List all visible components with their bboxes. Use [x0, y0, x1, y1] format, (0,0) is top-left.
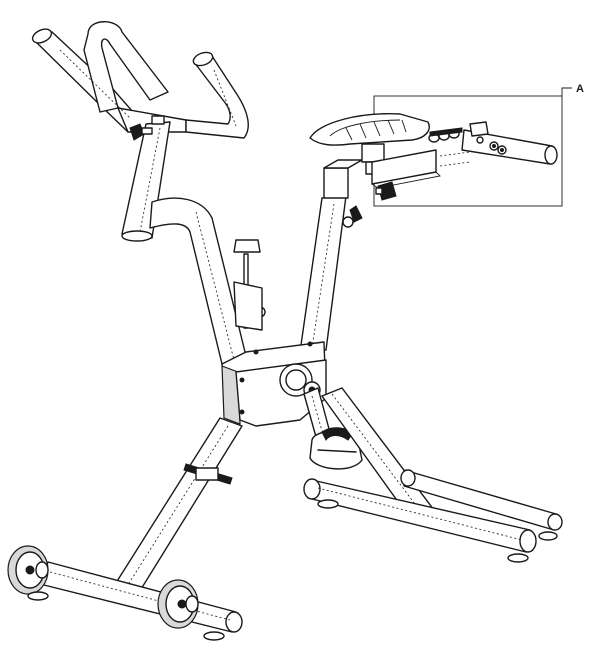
saddle	[309, 113, 430, 146]
center-housing	[221, 341, 327, 427]
callout-label: A	[576, 83, 584, 95]
rear-leveler-feet	[317, 499, 558, 563]
front-frame-tube	[149, 197, 247, 365]
seat-slide-tube	[461, 121, 558, 165]
front-leg-clamp	[183, 463, 233, 485]
front-wheel-right	[157, 579, 199, 629]
seat-slider-bracket	[371, 149, 441, 189]
stem-adjust-knob	[129, 123, 153, 141]
front-leg-tube	[113, 417, 243, 595]
handlebar-stem	[121, 115, 171, 242]
handlebar	[31, 21, 249, 139]
front-leveler-feet	[27, 591, 225, 641]
rear-crossbar	[400, 469, 563, 531]
pedal	[309, 427, 363, 470]
seat-tube	[299, 159, 363, 353]
rear-stabilizer	[303, 478, 537, 553]
seat-slider-knob	[375, 181, 397, 201]
tension-rod	[233, 239, 266, 331]
seat-adjust-knob	[342, 205, 363, 228]
seat-rail-hardware	[428, 127, 471, 167]
front-wheel-left	[7, 545, 49, 595]
